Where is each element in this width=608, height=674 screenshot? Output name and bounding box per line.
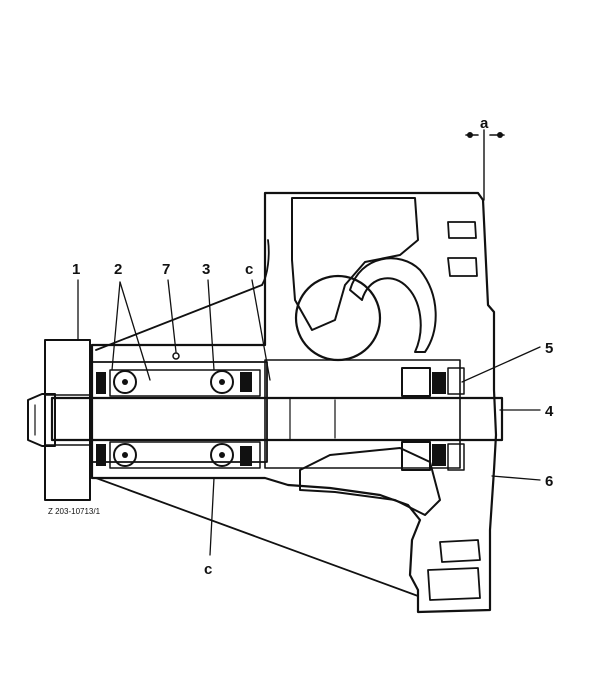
callout-labels: 1 2 7 3 c c 5 4 6 a Z 203-10713/1 xyxy=(48,115,554,578)
callout-4: 4 xyxy=(545,403,554,420)
pump-housing xyxy=(90,191,498,614)
callout-a: a xyxy=(480,115,489,132)
figure-code: Z 203-10713/1 xyxy=(48,507,101,516)
callout-3: 3 xyxy=(202,261,210,278)
pump-shaft xyxy=(50,396,504,442)
callout-c-bottom: c xyxy=(204,561,212,578)
callout-1: 1 xyxy=(72,261,80,278)
pulley-hub xyxy=(27,339,91,501)
housing-outline-lines xyxy=(95,239,419,597)
callout-c-top: c xyxy=(245,261,253,278)
callout-6: 6 xyxy=(545,473,553,490)
dimension-a-marker xyxy=(465,129,505,201)
callout-7: 7 xyxy=(162,261,170,278)
shaft-seal xyxy=(401,367,465,471)
callout-leaders xyxy=(77,279,541,556)
callout-5: 5 xyxy=(545,340,553,357)
callout-2: 2 xyxy=(114,261,122,278)
bearing-assembly xyxy=(96,352,261,469)
inlet-port xyxy=(294,274,382,362)
